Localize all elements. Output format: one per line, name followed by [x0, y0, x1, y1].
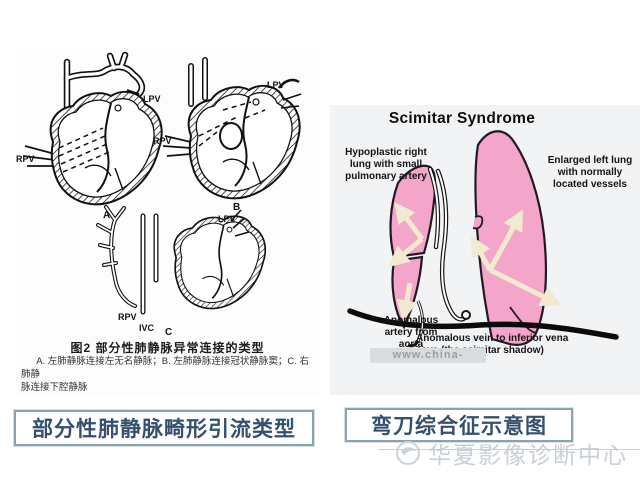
annotation-hypoplastic-lung: Hypoplastic right lung with small pulmon… — [345, 147, 427, 182]
annotation-enlarged-lung: Enlarged left lung with normally located… — [547, 155, 633, 190]
label-letter-a: A — [103, 210, 110, 221]
label-letter-b: B — [233, 202, 240, 213]
papvc-figure: LPV RPV A — [15, 50, 320, 395]
heart-c-illustration: RPV IVC LPV C — [96, 205, 267, 338]
anomalous-artery-vessel — [407, 300, 424, 348]
label-letter-c: C — [165, 327, 172, 338]
annotation-anomalous-artery: Anomalous artery from aorta — [383, 315, 439, 350]
watermark-strike-line — [378, 449, 640, 450]
url-watermark: www.china- — [370, 348, 486, 363]
heart-a-illustration: LPV RPV A — [16, 51, 163, 221]
scimitar-title: Scimitar Syndrome — [388, 110, 536, 127]
heart-b-illustration: LPV RPV B — [153, 57, 302, 213]
anomalous-vein-vessel — [427, 166, 471, 322]
label-rpv-a: RPV — [16, 154, 35, 164]
brand-watermark-text: 华夏影像诊断中心 — [428, 442, 628, 468]
label-rpv-c: RPV — [118, 312, 137, 322]
caption-box-papvc: 部分性肺静脉畸形引流类型 — [14, 410, 314, 446]
flow-arrows — [388, 201, 562, 322]
brand-watermark: 华夏影像诊断中心 — [393, 436, 628, 470]
label-lpv-c: LPV — [218, 214, 236, 224]
label-ivc-c: IVC — [139, 323, 155, 333]
label-lpv-a: LPV — [143, 94, 161, 104]
scimitar-lungs-illustration — [347, 130, 619, 348]
caption-text-scimitar: 弯刀综合征示意图 — [371, 415, 547, 438]
heart-diagrams-illustration: LPV RPV A — [16, 51, 302, 338]
label-lpv-b: LPV — [267, 80, 285, 90]
figure2-caption-body: A. 左肺静脉连接左无名静脉；B. 左肺静脉连接冠状静脉窦；C. 右肺静 脉连接… — [21, 356, 310, 393]
caption-box-scimitar: 弯刀综合征示意图 — [345, 408, 573, 442]
figure2-caption-title: 图2 部分性肺静脉异常连接的类型 — [70, 341, 265, 355]
caption-text-papvc: 部分性肺静脉畸形引流类型 — [32, 418, 296, 441]
diaphragm-line — [347, 308, 619, 340]
scimitar-figure: Scimitar Syndrome — [330, 105, 640, 395]
huaxia-logo-icon — [396, 441, 420, 465]
label-rpv-b: RPV — [153, 136, 172, 146]
